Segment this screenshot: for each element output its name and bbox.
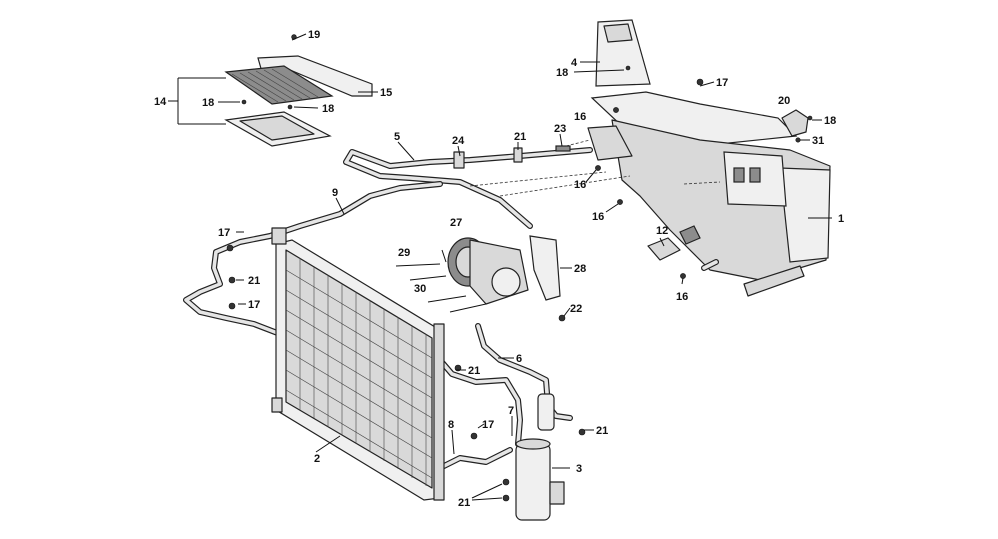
callout-8: 8 xyxy=(448,419,454,431)
alignment-lines xyxy=(469,139,721,197)
callout-15: 15 xyxy=(380,87,392,99)
housing-side-1 xyxy=(779,167,831,263)
filter-pleats xyxy=(231,68,319,103)
nut-21-left xyxy=(228,276,236,284)
callout-1: 1 xyxy=(838,213,844,225)
pressure-switch xyxy=(537,393,555,431)
callout-18-c: 18 xyxy=(556,67,568,79)
sensor-20 xyxy=(781,109,809,137)
hvac-housing-assembly xyxy=(587,19,831,297)
callout-18-b: 18 xyxy=(322,103,334,115)
clip-16d xyxy=(680,273,686,279)
valve-body xyxy=(647,237,681,261)
callout-6: 6 xyxy=(516,353,522,365)
callout-29: 29 xyxy=(398,247,410,259)
callout-28: 28 xyxy=(574,263,586,275)
condenser-core xyxy=(285,249,433,489)
nut-21-drier-a xyxy=(502,478,510,486)
valve-fitting xyxy=(679,225,701,245)
callout-3: 3 xyxy=(576,463,582,475)
callout-19: 19 xyxy=(308,29,320,41)
receiver-drier-3 xyxy=(502,393,586,521)
callout-7: 7 xyxy=(508,405,514,417)
callout-4: 4 xyxy=(571,57,578,69)
callout-21-e: 21 xyxy=(458,497,470,509)
callout-20: 20 xyxy=(778,95,790,107)
sensor-assembly xyxy=(781,109,813,143)
bolt-17-center xyxy=(470,432,478,440)
housing-fan-guide xyxy=(587,125,633,161)
callout-16-a: 16 xyxy=(574,111,586,123)
air-inlet-duct-face xyxy=(603,23,633,43)
callout-16-c: 16 xyxy=(592,211,604,223)
callout-22: 22 xyxy=(570,303,582,315)
compressor-bracket-28 xyxy=(529,235,561,301)
screw-18-duct xyxy=(625,65,631,71)
callout-23: 23 xyxy=(554,123,566,135)
callout-5: 5 xyxy=(394,131,400,143)
callout-14: 14 xyxy=(154,96,167,108)
callout-16-b: 16 xyxy=(574,179,586,191)
screw-31 xyxy=(795,137,801,143)
liquid-line-6 xyxy=(475,323,573,421)
compressor-head xyxy=(491,267,521,297)
connector-b xyxy=(749,167,761,183)
callout-17-b: 17 xyxy=(218,227,230,239)
condenser-fins xyxy=(285,258,433,486)
callout-labels: 1 2 3 4 5 6 7 8 9 12 14 15 16 16 16 16 1… xyxy=(154,29,844,509)
condenser-mount-upper xyxy=(271,227,287,245)
callout-17-a: 17 xyxy=(716,77,728,89)
drier-top xyxy=(515,438,551,450)
clip-16c xyxy=(617,199,623,205)
bolt-17-left xyxy=(226,244,234,252)
bolt-17-mid xyxy=(228,302,236,310)
callout-17-d: 17 xyxy=(482,419,494,431)
bolt-22 xyxy=(558,314,566,322)
screw-18-filter-b xyxy=(287,104,293,110)
callout-9: 9 xyxy=(332,187,338,199)
callout-30: 30 xyxy=(414,283,426,295)
callout-18-d: 18 xyxy=(824,115,836,127)
callout-12: 12 xyxy=(656,225,668,237)
callout-16-d: 16 xyxy=(676,291,688,303)
drier-bracket xyxy=(549,481,565,505)
bolt-17-housing xyxy=(696,78,704,86)
callout-21-a: 21 xyxy=(514,131,526,143)
callout-17-c: 17 xyxy=(248,299,260,311)
refrigerant-lines xyxy=(183,145,593,473)
pipe-joint-21 xyxy=(513,147,523,163)
callout-24: 24 xyxy=(452,135,465,147)
compressor-bolts xyxy=(395,263,487,313)
filter-frame-inner xyxy=(239,115,315,141)
screw-18-filter xyxy=(241,99,247,105)
clip-16b xyxy=(595,165,601,171)
callout-27: 27 xyxy=(450,217,462,229)
callout-2: 2 xyxy=(314,453,320,465)
condenser-mount-lower xyxy=(271,397,283,413)
cabin-filter-assembly xyxy=(224,34,373,147)
callout-leaders xyxy=(168,33,832,501)
callout-18-a: 18 xyxy=(202,97,214,109)
nut-21-right xyxy=(578,428,586,436)
condenser-2 xyxy=(226,227,478,501)
drier-body xyxy=(515,443,551,521)
clip-16a xyxy=(613,107,619,113)
callout-21-c: 21 xyxy=(468,365,480,377)
nut-21-drier-b xyxy=(502,494,510,502)
compressor-assembly xyxy=(395,235,566,322)
screw-18-sensor xyxy=(807,115,813,121)
callout-21-b: 21 xyxy=(248,275,260,287)
callout-31: 31 xyxy=(812,135,824,147)
housing-lower-flange xyxy=(743,265,805,297)
condenser-header-tank xyxy=(433,323,445,501)
callout-21-d: 21 xyxy=(596,425,608,437)
fitting-23 xyxy=(555,145,571,152)
bracket-24 xyxy=(453,151,465,169)
connector-a xyxy=(733,167,745,183)
expansion-valve-12 xyxy=(647,225,719,271)
